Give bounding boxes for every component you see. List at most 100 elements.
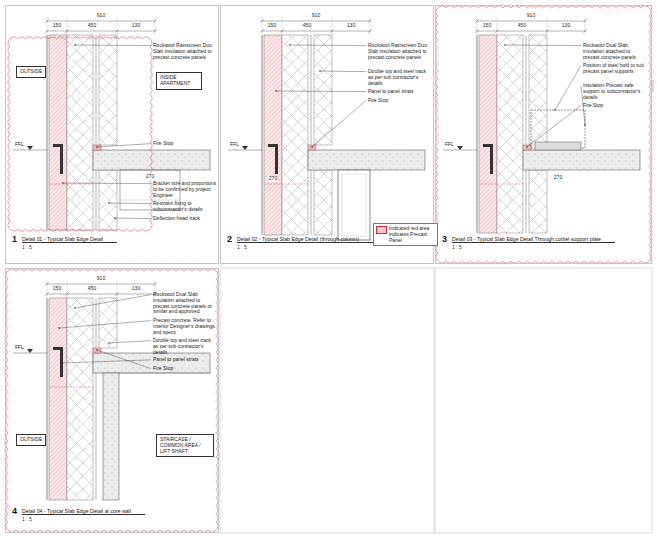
dimension-text: 150: [267, 23, 276, 29]
annotation-note: Double top and steel track as per sub co…: [368, 69, 432, 86]
extension-line: [282, 17, 283, 35]
leader-line: [290, 45, 366, 47]
leader-line: [109, 203, 151, 205]
extension-line: [332, 17, 333, 35]
scale-text: 1 : 5: [452, 244, 462, 250]
leader-line: [320, 71, 366, 73]
legend-row: Indicated red area indicates Precast Pan…: [376, 226, 435, 243]
annotation-note: Deflection head track: [153, 216, 217, 222]
leader-line: [527, 106, 581, 147]
dimension-text: 150: [482, 23, 491, 29]
empty-viewport: [220, 268, 434, 533]
scale-text: 1 : 5: [22, 244, 32, 250]
annotation-note: Rockwool Dual Slab insulation attached t…: [583, 43, 647, 60]
dimension-line: [262, 21, 370, 22]
level-marker: [242, 146, 248, 150]
cladding-line: [47, 35, 48, 230]
revision-cloud: [436, 6, 651, 263]
extension-line: [547, 17, 548, 35]
leader-dot: [58, 327, 60, 329]
revision-cloud: [8, 37, 152, 231]
level-label: FFL: [445, 142, 454, 148]
leader-line: [75, 45, 151, 47]
dimension-line: [477, 31, 585, 32]
fire-stop: [93, 348, 101, 353]
fire-stop: [93, 145, 101, 150]
cavity-line: [96, 170, 97, 230]
cavity-line: [526, 170, 527, 233]
extension-line: [47, 280, 48, 298]
leader-dot: [96, 146, 98, 148]
dimension-text: 450: [302, 23, 311, 29]
annotation-note: Double top and steel track as per sub co…: [153, 338, 217, 355]
dimension-line: [47, 294, 155, 295]
leader-dot: [504, 44, 506, 46]
dimension-text: 450: [517, 23, 526, 29]
extension-line: [370, 17, 371, 35]
detail-number: 1: [12, 235, 17, 244]
detail-number: 4: [12, 507, 17, 516]
room-label: OUTSIDE: [20, 69, 42, 75]
fire-stop: [308, 145, 316, 150]
leader-dot: [319, 70, 321, 72]
cavity-line: [96, 373, 97, 500]
dimension-text: 910: [526, 13, 535, 19]
leader-line: [109, 341, 151, 343]
cladding-line: [47, 298, 48, 500]
dimension-text: 130: [346, 23, 355, 29]
concrete-slab: [308, 150, 425, 170]
core-line: [119, 373, 210, 374]
extension-line: [47, 17, 48, 35]
leader-line: [59, 321, 151, 328]
legend-text: Indicated red area indicates Precast Pan…: [389, 226, 435, 243]
leader-dot: [96, 349, 98, 351]
annotation-note: Position of steel hold to suit precast p…: [583, 63, 647, 75]
precast-panel: [49, 298, 67, 500]
leader-line: [97, 144, 151, 147]
annotation-note: Insulation Precast safe support to subco…: [583, 83, 647, 100]
cladding-line: [262, 35, 263, 235]
extension-line: [585, 17, 586, 35]
level-label: FFL: [15, 142, 24, 148]
empty-viewport: [435, 268, 652, 533]
dimension-text: 130: [561, 23, 570, 29]
concrete-slab: [93, 353, 210, 373]
annotation-note: Rockwool Rainscreen Duo Slab insulation …: [153, 43, 217, 60]
leader-dot: [289, 44, 291, 46]
stud-wall: [99, 170, 117, 230]
detail-drawing: [6, 269, 218, 532]
annotation-note: Panel to panel strats: [368, 89, 432, 95]
core-wall: [103, 373, 119, 500]
leader-dot: [74, 307, 76, 309]
red-dashed-line: [264, 184, 308, 185]
detail-title: Detail 03 - Typical Slab Edge Detail Thr…: [452, 236, 615, 243]
fixing-bracket: [53, 144, 63, 174]
leader-line: [97, 350, 151, 369]
leader-dot: [108, 342, 110, 344]
leader-line: [505, 45, 581, 47]
dimension-text: 450: [87, 23, 96, 29]
dimension-line: [47, 284, 155, 285]
room-label: INSIDE APARTMENT: [160, 75, 198, 87]
leader-dot: [526, 146, 528, 148]
annotation-note: Bracket size and proportions to be confi…: [153, 181, 217, 198]
column-inner: [342, 174, 366, 236]
room-label: STAIRCASE / COMMON AREA / LIFT SHAFT: [160, 437, 210, 454]
leader-dot: [60, 362, 62, 364]
insulation: [282, 35, 308, 235]
detail-title: Detail 04 - Typical Slab Edge Detail at …: [22, 508, 145, 515]
leader-dot: [584, 124, 586, 126]
cavity-line: [311, 35, 312, 145]
extension-line: [477, 17, 478, 35]
annotation-note: Fire Stop: [153, 366, 217, 372]
scale-text: 1 : 5: [22, 516, 32, 522]
stud-wall: [99, 35, 117, 145]
precast-panel: [264, 35, 282, 235]
annotation-note: Fire Stop: [368, 98, 432, 104]
dimension-text: 910: [311, 13, 320, 19]
dimension-text: 150: [52, 23, 61, 29]
leader-line: [312, 101, 366, 147]
insulation: [67, 35, 93, 230]
annotation-note: Rockwool Dual Slab insulation attached t…: [153, 292, 217, 315]
insulation: [67, 298, 93, 500]
